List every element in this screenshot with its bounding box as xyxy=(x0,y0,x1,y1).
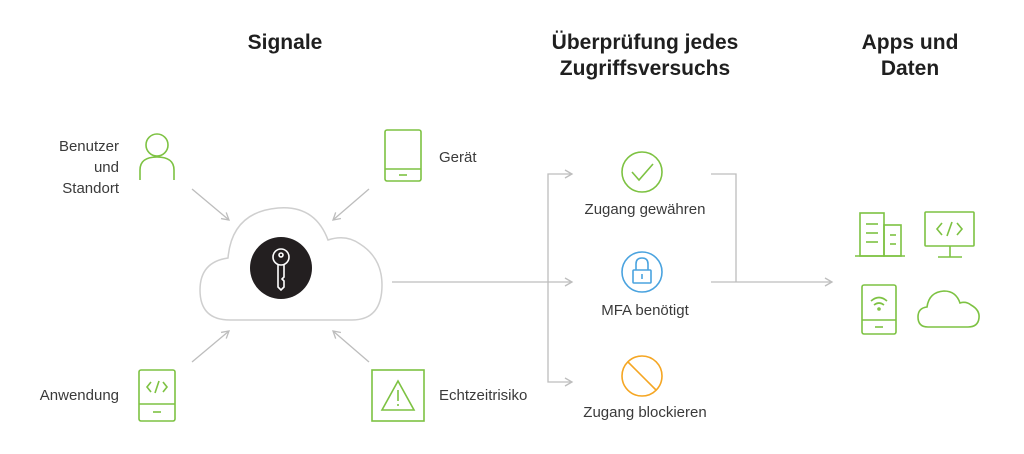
label-realtime-risk: Echtzeitrisiko xyxy=(439,387,528,404)
monitor-code-icon xyxy=(924,211,975,258)
flow-lines xyxy=(392,169,834,387)
heading-verification-line1: Überprüfung jedes xyxy=(551,31,739,54)
label-user-line3: Standort xyxy=(62,180,119,197)
heading-apps-line1: Apps und xyxy=(861,31,959,54)
heading-verification-line2: Zugriffsversuchs xyxy=(559,57,731,80)
label-user-line2: und xyxy=(93,159,119,176)
heading-signals-text: Signale xyxy=(247,31,323,54)
check-circle-icon xyxy=(621,151,663,193)
heading-verification: Überprüfung jedes Zugriffsversuchs xyxy=(520,30,770,82)
user-icon xyxy=(139,133,175,180)
warning-icon xyxy=(371,369,425,422)
application-icon xyxy=(138,369,176,422)
device-icon xyxy=(384,129,422,182)
block-circle-icon xyxy=(621,355,663,397)
heading-apps-line2: Daten xyxy=(880,57,940,80)
cloud-shape xyxy=(199,207,383,321)
key-icon xyxy=(250,237,312,299)
label-device: Gerät xyxy=(439,149,477,166)
label-grant-access: Zugang gewähren xyxy=(584,201,706,218)
signal-arrows xyxy=(191,188,370,363)
label-user-line1: Benutzer xyxy=(58,138,119,155)
label-application: Anwendung xyxy=(39,387,119,404)
heading-apps-data: Apps und Daten xyxy=(840,30,980,82)
heading-signals: Signale xyxy=(225,30,345,56)
wifi-device-icon xyxy=(861,284,897,335)
label-block-access: Zugang blockieren xyxy=(583,404,707,421)
cloud-icon xyxy=(917,290,980,328)
label-user-location: Benutzer und Standort xyxy=(20,136,119,199)
lock-circle-icon xyxy=(621,251,663,293)
building-icon xyxy=(855,212,905,257)
label-mfa-required: MFA benötigt xyxy=(601,302,689,319)
